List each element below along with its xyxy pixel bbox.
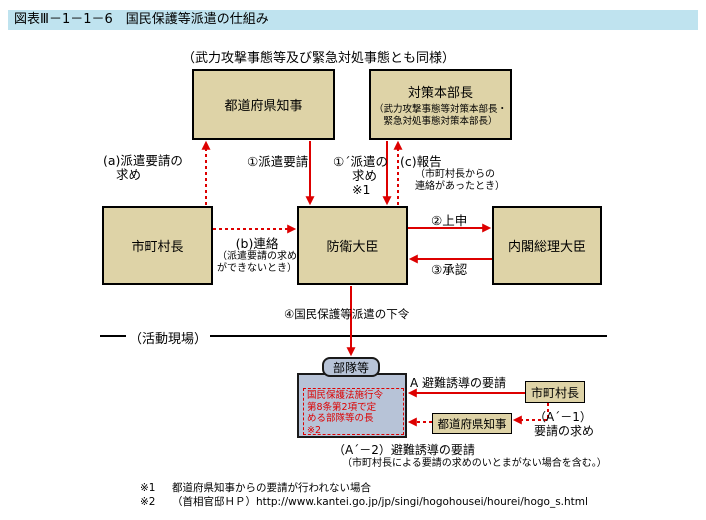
node-countermeasures-hq-chief: 対策本部長 （武力攻撃事態等対策本部長・ 緊急対処事態対策本部長） xyxy=(369,69,512,140)
figure-subtitle: （武力攻撃事態等及び緊急対処事態とも同様） xyxy=(182,51,456,66)
footnote-2-mark: ※2 xyxy=(140,496,156,508)
node-label: 市町村長 xyxy=(131,240,184,255)
node-label: 部隊等 xyxy=(332,360,369,375)
figure-title: 図表Ⅲ－1－1－6 国民保護等派遣の仕組み xyxy=(8,10,698,30)
node-unit-commander: 国民保護法施行令 第8条第2項で定 める部隊等の長 ※2 xyxy=(303,388,404,436)
node-municipal-mayor-bottom: 市町村長 xyxy=(525,381,585,403)
node-label: 市町村長 xyxy=(530,385,579,400)
node-municipal-mayor: 市町村長 xyxy=(102,206,213,285)
label-contact-b: (b)連絡 （派遣要請の求め ができないとき） xyxy=(217,236,297,275)
label-dispatch-demand: ①´派遣の 求め ※1 xyxy=(333,154,388,197)
label-evacuation-request-a: A 避難誘導の要請 xyxy=(410,376,507,390)
footnote-2-text: （首相官邸ＨＰ）http://www.kantei.go.jp/jp/singi… xyxy=(172,496,588,508)
label-report-c: (c)報告 （市町村長からの 連絡があったとき） xyxy=(400,154,505,193)
node-label: 内閣総理大臣 xyxy=(507,240,586,255)
node-label: 対策本部長 xyxy=(407,86,473,101)
node-prefectural-governor-bottom: 都道府県知事 xyxy=(432,413,512,434)
node-defense-minister: 防衛大臣 xyxy=(297,206,408,285)
label-report-to-pm: ②上申 xyxy=(431,213,468,228)
footnote-1: ※1 都道府県知事からの要請が行われない場合 xyxy=(140,480,371,495)
label-approval: ③承認 xyxy=(431,262,468,277)
label-a-request: (a)派遣要請の 求め xyxy=(103,153,183,182)
node-label: 都道府県知事 xyxy=(224,99,303,114)
label-request-demand-a1: （A´－1） 要請の求め xyxy=(534,410,595,438)
label-evacuation-request-a2-note: （市町村長による要請の求めのいとまがない場合を含む。） xyxy=(342,458,607,469)
node-prime-minister: 内閣総理大臣 xyxy=(492,206,602,285)
label-evacuation-request-a2: （A´－2）避難誘導の要請 xyxy=(333,443,475,457)
label-activity-site: （活動現場） xyxy=(126,328,211,347)
footnote-2: ※2 （首相官邸ＨＰ）http://www.kantei.go.jp/jp/sin… xyxy=(140,494,588,509)
label-dispatch-request: ①派遣要請 xyxy=(247,154,309,169)
footnote-1-text: 都道府県知事からの要請が行われない場合 xyxy=(172,482,371,494)
node-label: 防衛大臣 xyxy=(326,240,379,255)
node-label: 都道府県知事 xyxy=(437,416,507,431)
label-dispatch-order: ④国民保護等派遣の下令 xyxy=(284,307,410,321)
node-units-tab: 部隊等 xyxy=(322,357,380,377)
node-prefectural-governor: 都道府県知事 xyxy=(192,69,335,140)
footnote-1-mark: ※1 xyxy=(140,482,156,494)
node-sublabel: （武力攻撃事態等対策本部長・ 緊急対処事態対策本部長） xyxy=(373,104,507,127)
